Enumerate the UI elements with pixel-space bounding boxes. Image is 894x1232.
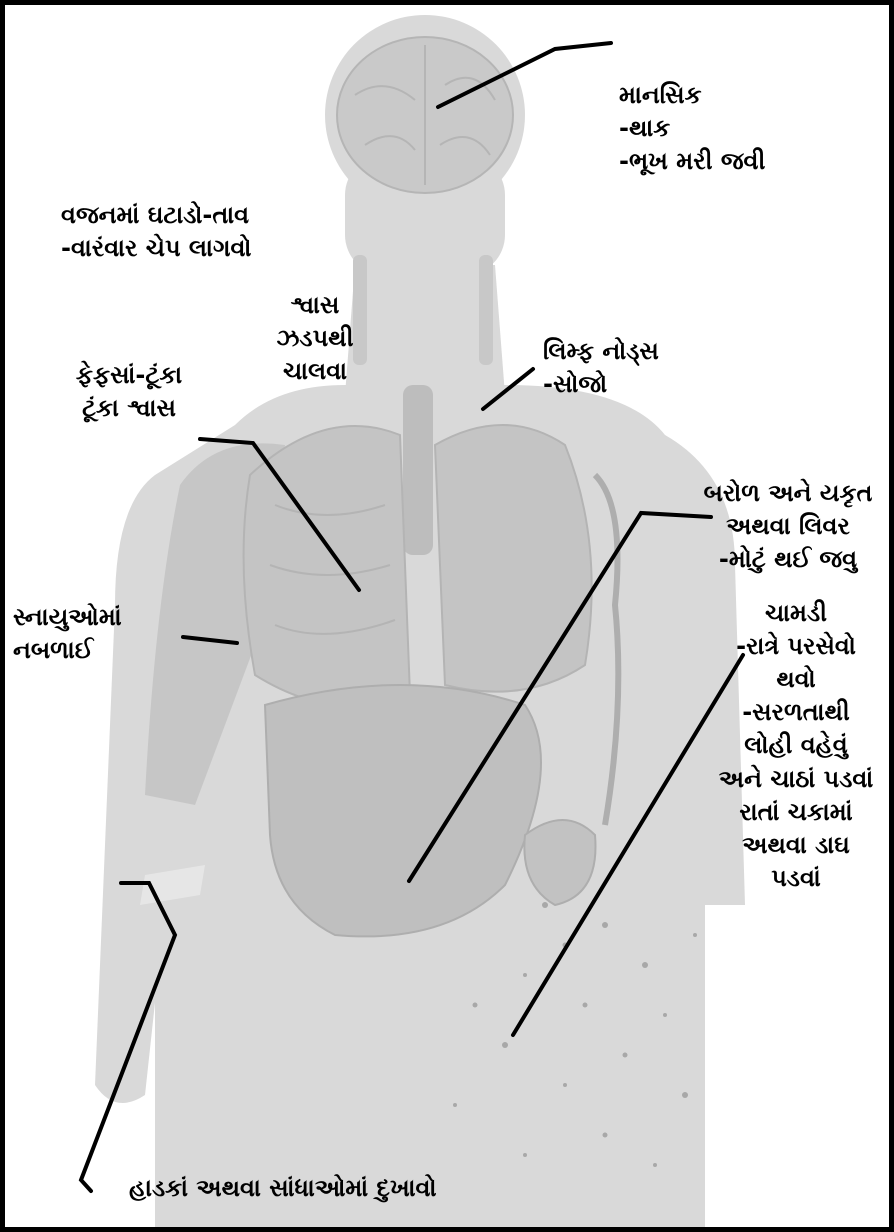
label-mental: માનસિક -થાક -ભૂખ મરી જવી [619, 79, 765, 178]
label-bones: હાડકાં અથવા સાંધાઓમાં દુખાવો [129, 1172, 437, 1205]
label-lymph: લિમ્ફ નોડ્સ -સોજો [543, 335, 659, 401]
label-lungs: ફેફસાં-ટૂંકા ટૂંકા શ્વાસ [49, 359, 209, 425]
label-muscle: સ્નાયુઓમાં નબળાઈ [13, 601, 122, 667]
label-breath: શ્વાસ ઝડપથી ચાલવા [255, 289, 375, 388]
brain [337, 37, 513, 193]
label-weight: વજનમાં ઘટાડો-તાવ -વારંવાર ચેપ લાગવો [61, 199, 251, 265]
label-spleen: બરોળ અને યકૃત અથવા લિવર -મોટું થઈ જવુ [683, 477, 893, 576]
label-skin: ચામડી -રાત્રે પરસેવો થવો -સરળતાથી લોહી વ… [701, 597, 891, 895]
